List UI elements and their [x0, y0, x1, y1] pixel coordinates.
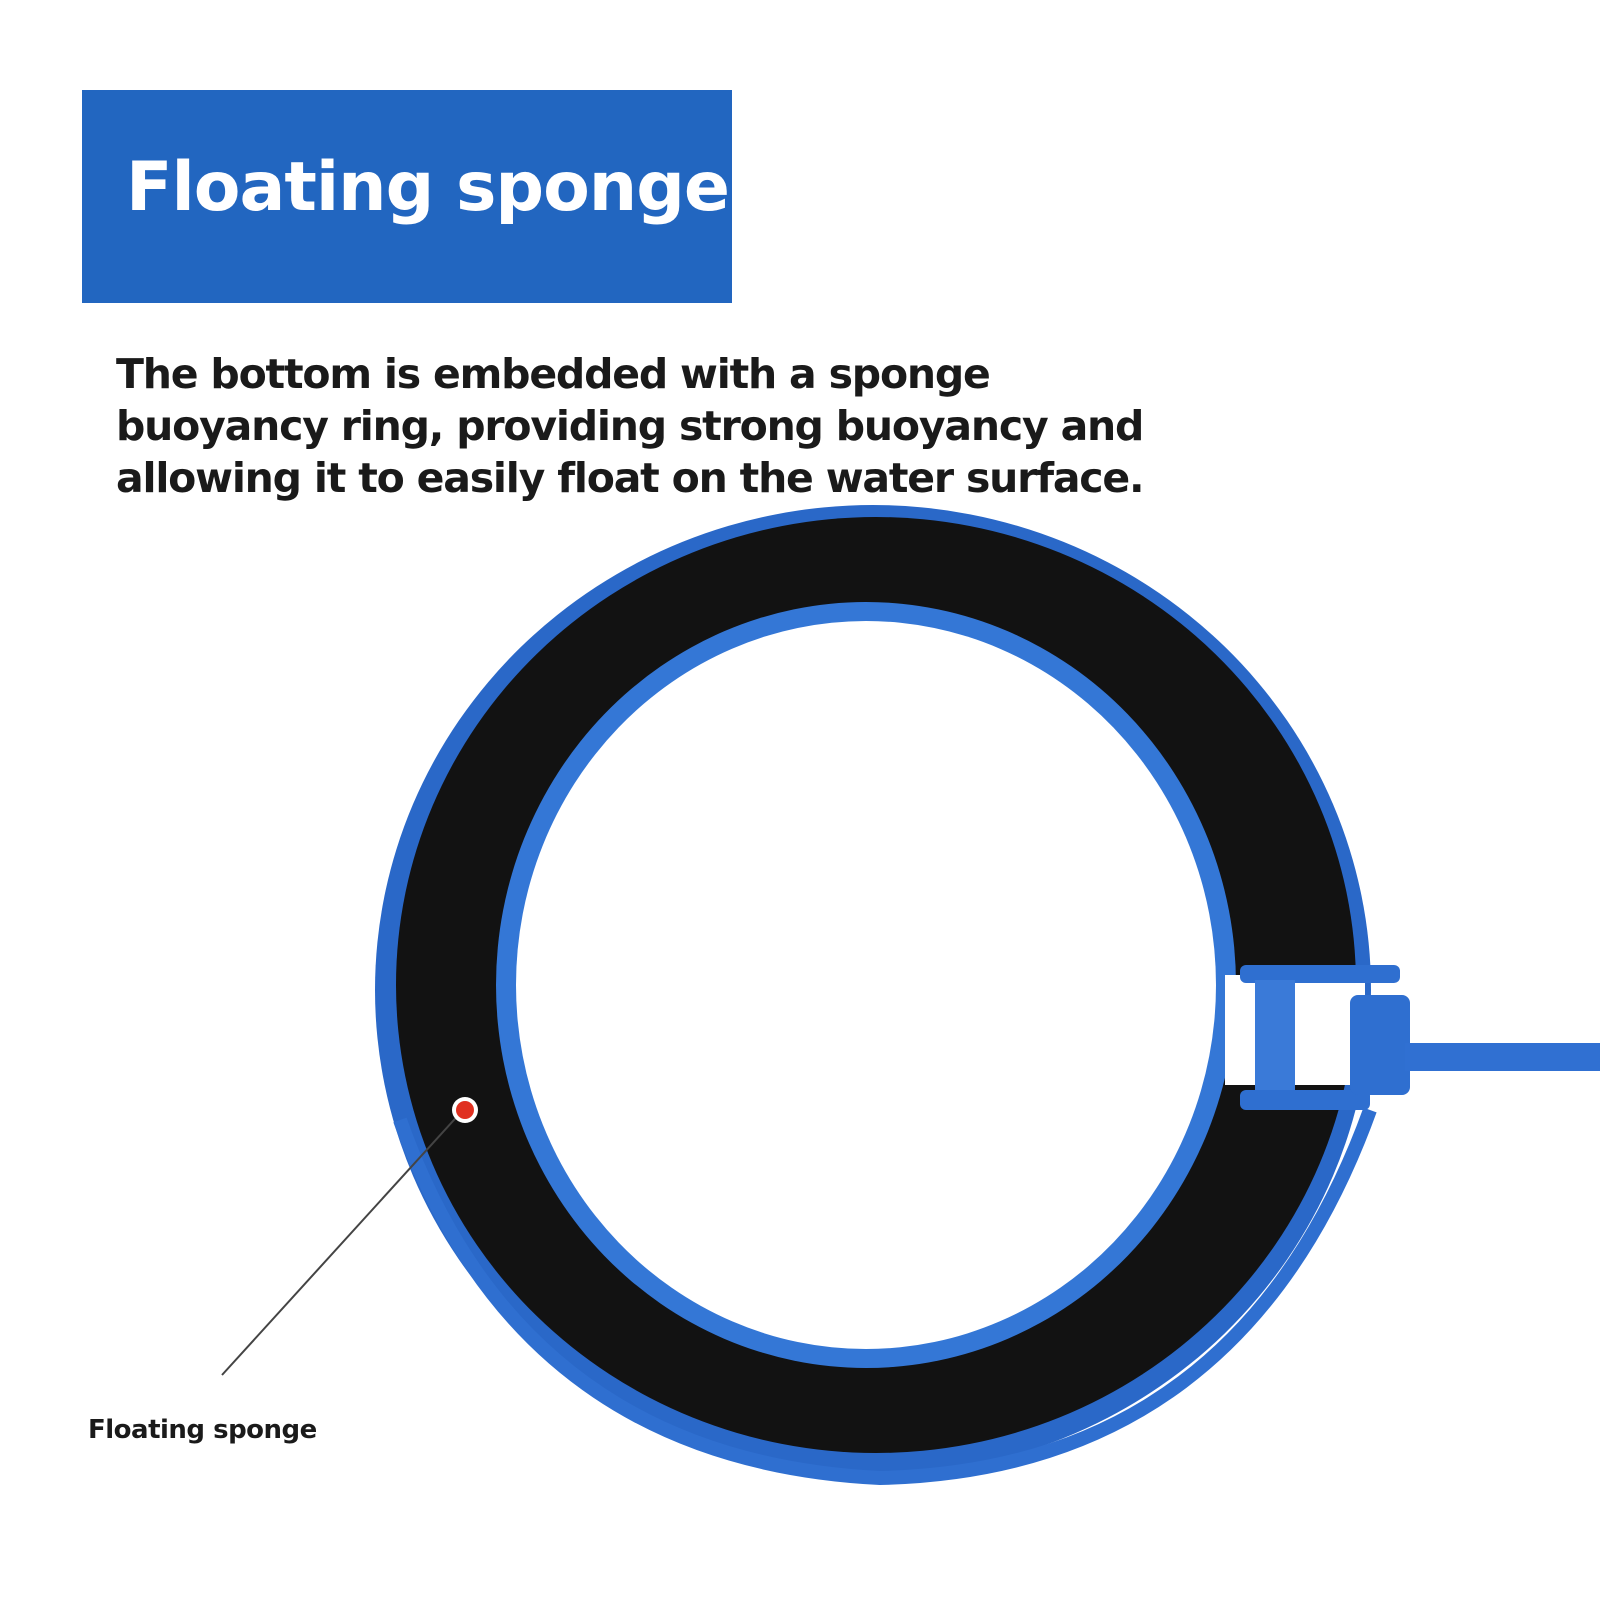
description-line: The bottom is embedded with a sponge — [116, 350, 991, 398]
description-line: buoyancy ring, providing strong buoyancy… — [116, 402, 1144, 450]
callout-label: Floating sponge — [88, 1415, 317, 1445]
banner-title: Floating sponge — [126, 148, 730, 227]
description-line: allowing it to easily float on the water… — [116, 454, 1145, 502]
title-banner: Floating sponge — [82, 90, 732, 303]
clip-connector — [1225, 965, 1600, 1110]
description-text: The bottom is embedded with a sponge buo… — [116, 348, 1216, 504]
sponge-ring — [375, 505, 1377, 1486]
callout-pointer — [221, 1097, 478, 1376]
marker-dot-icon — [456, 1101, 474, 1119]
